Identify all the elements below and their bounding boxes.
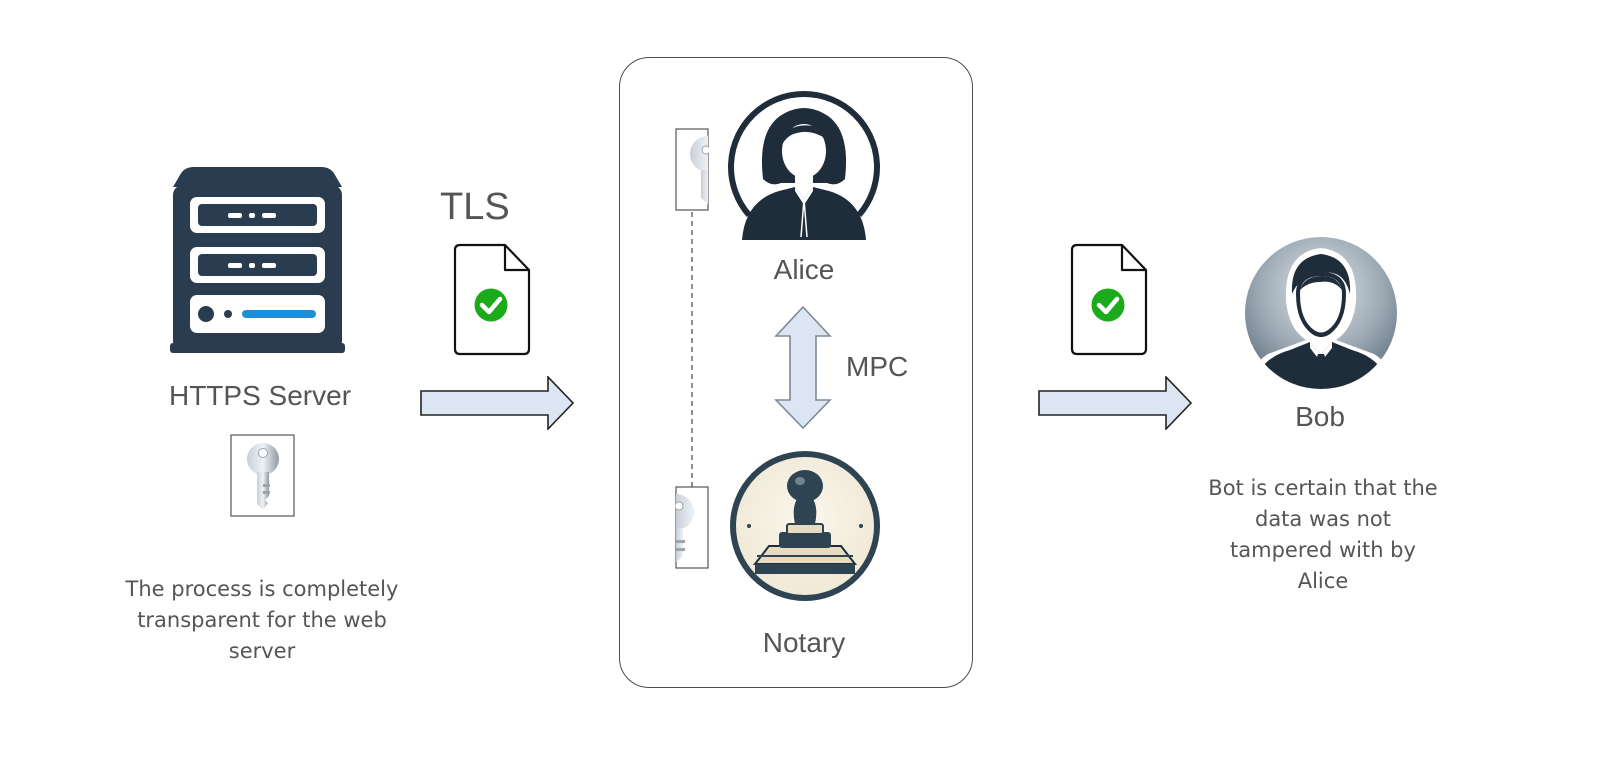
mpc-panel [619, 57, 973, 688]
flow-arrow-notary-to-bob [1038, 376, 1193, 430]
alice-avatar-icon [727, 87, 881, 243]
server-key-icon [230, 434, 296, 518]
notary-label: Notary [762, 627, 846, 658]
server-icon [170, 165, 345, 365]
tls-document-icon [452, 243, 532, 357]
alice-label: Alice [773, 254, 835, 285]
server-note: The process is completely transparent fo… [125, 577, 399, 663]
key-link-dashed [690, 212, 694, 488]
alice-key-half-icon [675, 128, 709, 212]
tls-label: TLS [440, 186, 510, 228]
verified-document-icon [1069, 243, 1149, 357]
notary-key-half-icon [675, 486, 709, 570]
notary-stamp-icon [729, 450, 881, 602]
server-label: HTTPS Server [168, 380, 352, 411]
bob-avatar-icon [1244, 236, 1398, 392]
mpc-label: MPC [846, 351, 909, 382]
bob-label: Bob [1295, 401, 1345, 432]
mpc-double-arrow [774, 306, 832, 430]
flow-arrow-server-to-alice [420, 376, 575, 430]
bob-note: Bot is certain that the data was not tam… [1208, 476, 1438, 593]
